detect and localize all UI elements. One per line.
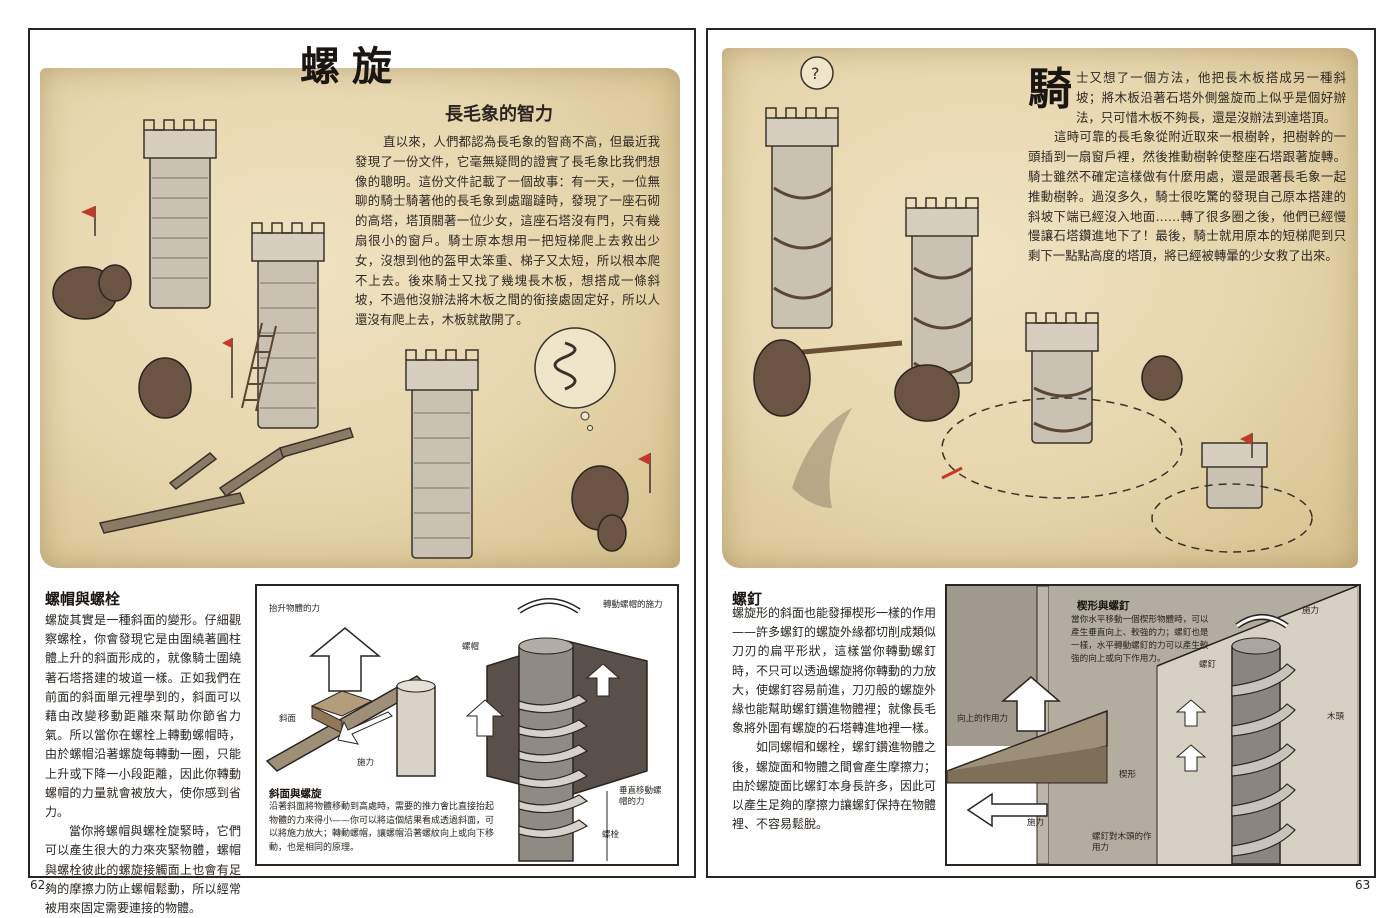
section-paragraph: 如同螺帽和螺栓，螺釘鑽進物體之後，螺旋面和物體之間會產生摩擦力；由於螺旋面比螺釘… — [732, 740, 937, 832]
section-paragraph: 當你將螺帽與螺栓旋緊時，它們可以產生很大的力來夾緊物體，螺帽與螺栓彼此的螺旋接觸… — [45, 824, 241, 916]
label-lift-force: 抬升物體的力 — [269, 604, 321, 614]
label-nut: 螺帽 — [462, 642, 480, 652]
story-text-right: 騎士又想了一個方法，他把長木板搭成另一種斜坡；將木板沿著石塔外側盤旋而上似乎是個… — [1028, 68, 1346, 266]
label-screw-on-wood-force: 螺釘對木頭的作用力 — [1092, 832, 1152, 853]
label-turn-nut-force: 轉動螺帽的施力 — [603, 600, 663, 610]
label-applied-force-bottom: 施力 — [1027, 818, 1045, 828]
label-applied-force: 施力 — [357, 758, 375, 768]
svg-text:?: ? — [811, 64, 820, 83]
label-screw: 螺釘 — [1199, 660, 1217, 670]
caption-title-incline-screw: 斜面與螺旋 — [269, 788, 322, 800]
label-vertical-force: 垂直移動螺帽的力 — [619, 786, 662, 807]
section-heading-nut-bolt: 螺帽與螺栓 — [45, 590, 121, 608]
section-text-screw: 螺旋形的斜面也能發揮楔形一樣的作用——許多螺釘的螺旋外緣都切削成類似刀刃的扁平形… — [732, 604, 936, 834]
section-paragraph: 螺旋形的斜面也能發揮楔形一樣的作用——許多螺釘的螺旋外緣都切削成類似刀刃的扁平形… — [732, 606, 937, 736]
diagram-art-left — [265, 598, 648, 862]
story-paragraph: 這時可靠的長毛象從附近取來一根樹幹，把樹幹的一頭插到一扇窗戶裡，然後推動樹幹使整… — [1028, 129, 1346, 264]
right-illustration-art: ? — [753, 56, 1313, 553]
caption-title-wedge-screw: 楔形與螺釘 — [1077, 600, 1130, 612]
caption-body-wedge-screw: 當你水平移動一個楔形物體時，可以產生垂直向上、較強的力；螺釘也是一樣，水平轉動螺… — [1071, 615, 1209, 664]
label-upward-force: 向上的作用力 — [957, 714, 1009, 724]
diagram-wedge-and-screw: 楔形與螺釘 當你水平移動一個楔形物體時，可以產生垂直向上、較強的力；螺釘也是一樣… — [945, 584, 1361, 866]
diagram-art-right — [947, 586, 1359, 864]
story-text-left: 直以來，人們都認為長毛象的智商不高，但最近我發現了一份文件，它毫無疑問的證實了長… — [355, 134, 660, 328]
diagram-incline-and-screw: 抬升物體的力 斜面 施力 螺帽 轉動螺帽的施力 垂直移動螺帽的力 螺栓 斜面與螺… — [255, 584, 679, 866]
section-paragraph: 螺旋其實是一種斜面的變形。仔細觀察螺栓，你會發現它是由圍繞著圓柱體上升的斜面形成… — [45, 613, 241, 820]
label-bolt: 螺栓 — [602, 830, 620, 840]
label-slope: 斜面 — [279, 714, 297, 724]
page-number-left: 62 — [30, 878, 46, 892]
story-paragraph: 騎士又想了一個方法，他把長木板搭成另一種斜坡；將木板沿著石塔外側盤旋而上似乎是個… — [1028, 68, 1346, 127]
story-subtitle: 長毛象的智力 — [445, 104, 553, 125]
caption-body-incline-screw: 沿著斜面將物體移動到高處時，需要的推力會比直接抬起物體的力來得小——你可以將這個… — [269, 802, 495, 853]
left-illustration-art — [52, 119, 651, 559]
page-title: 螺旋 — [300, 43, 404, 90]
drop-cap: 騎 — [1028, 64, 1072, 115]
story-paragraph-text: 士又想了一個方法，他把長木板搭成另一種斜坡；將木板沿著石塔外側盤旋而上似乎是個好… — [1076, 70, 1346, 125]
label-wedge: 楔形 — [1119, 770, 1137, 780]
label-applied-force-top: 施力 — [1302, 606, 1320, 616]
section-heading-screw: 螺釘 — [732, 590, 763, 608]
page-number-right: 63 — [1355, 878, 1371, 892]
section-text-nut-bolt: 螺旋其實是一種斜面的變形。仔細觀察螺栓，你會發現它是由圍繞著圓柱體上升的斜面形成… — [45, 611, 241, 918]
label-wood: 木頭 — [1327, 712, 1345, 722]
